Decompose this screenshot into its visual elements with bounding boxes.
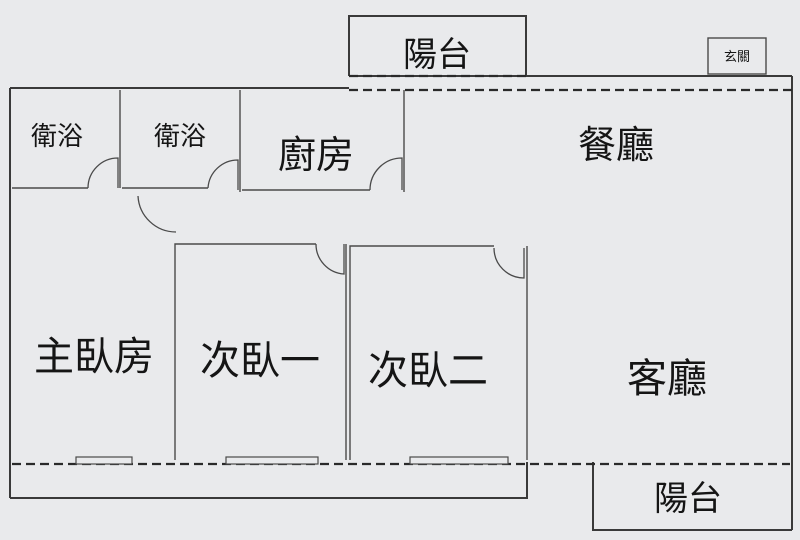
bedroom-1-label: 次臥一 (200, 338, 320, 384)
balcony-bottom-label: 陽台 (654, 479, 722, 519)
hall-door (137, 195, 177, 233)
kitchen-walls (242, 90, 405, 192)
living-label: 客廳 (627, 356, 707, 402)
balcony-top-label: 陽台 (403, 35, 471, 75)
bedroom-2-walls (349, 245, 528, 460)
bath-1-walls (12, 90, 121, 189)
bath-2-label: 衛浴 (154, 122, 206, 152)
bath-2-walls (122, 90, 241, 192)
bath-1-label: 衛浴 (31, 122, 83, 152)
bedroom-2-label: 次臥二 (368, 348, 488, 394)
balcony-top (348, 15, 527, 76)
entrance-box (707, 37, 767, 75)
kitchen-label: 廚房 (278, 133, 354, 177)
dashed-lines (12, 74, 792, 466)
dining-label: 餐廳 (578, 123, 654, 167)
bedroom-1-walls (174, 243, 347, 460)
windows (75, 456, 509, 465)
entrance-label: 玄關 (724, 50, 750, 65)
master-bedroom-label: 主臥房 (34, 334, 154, 380)
